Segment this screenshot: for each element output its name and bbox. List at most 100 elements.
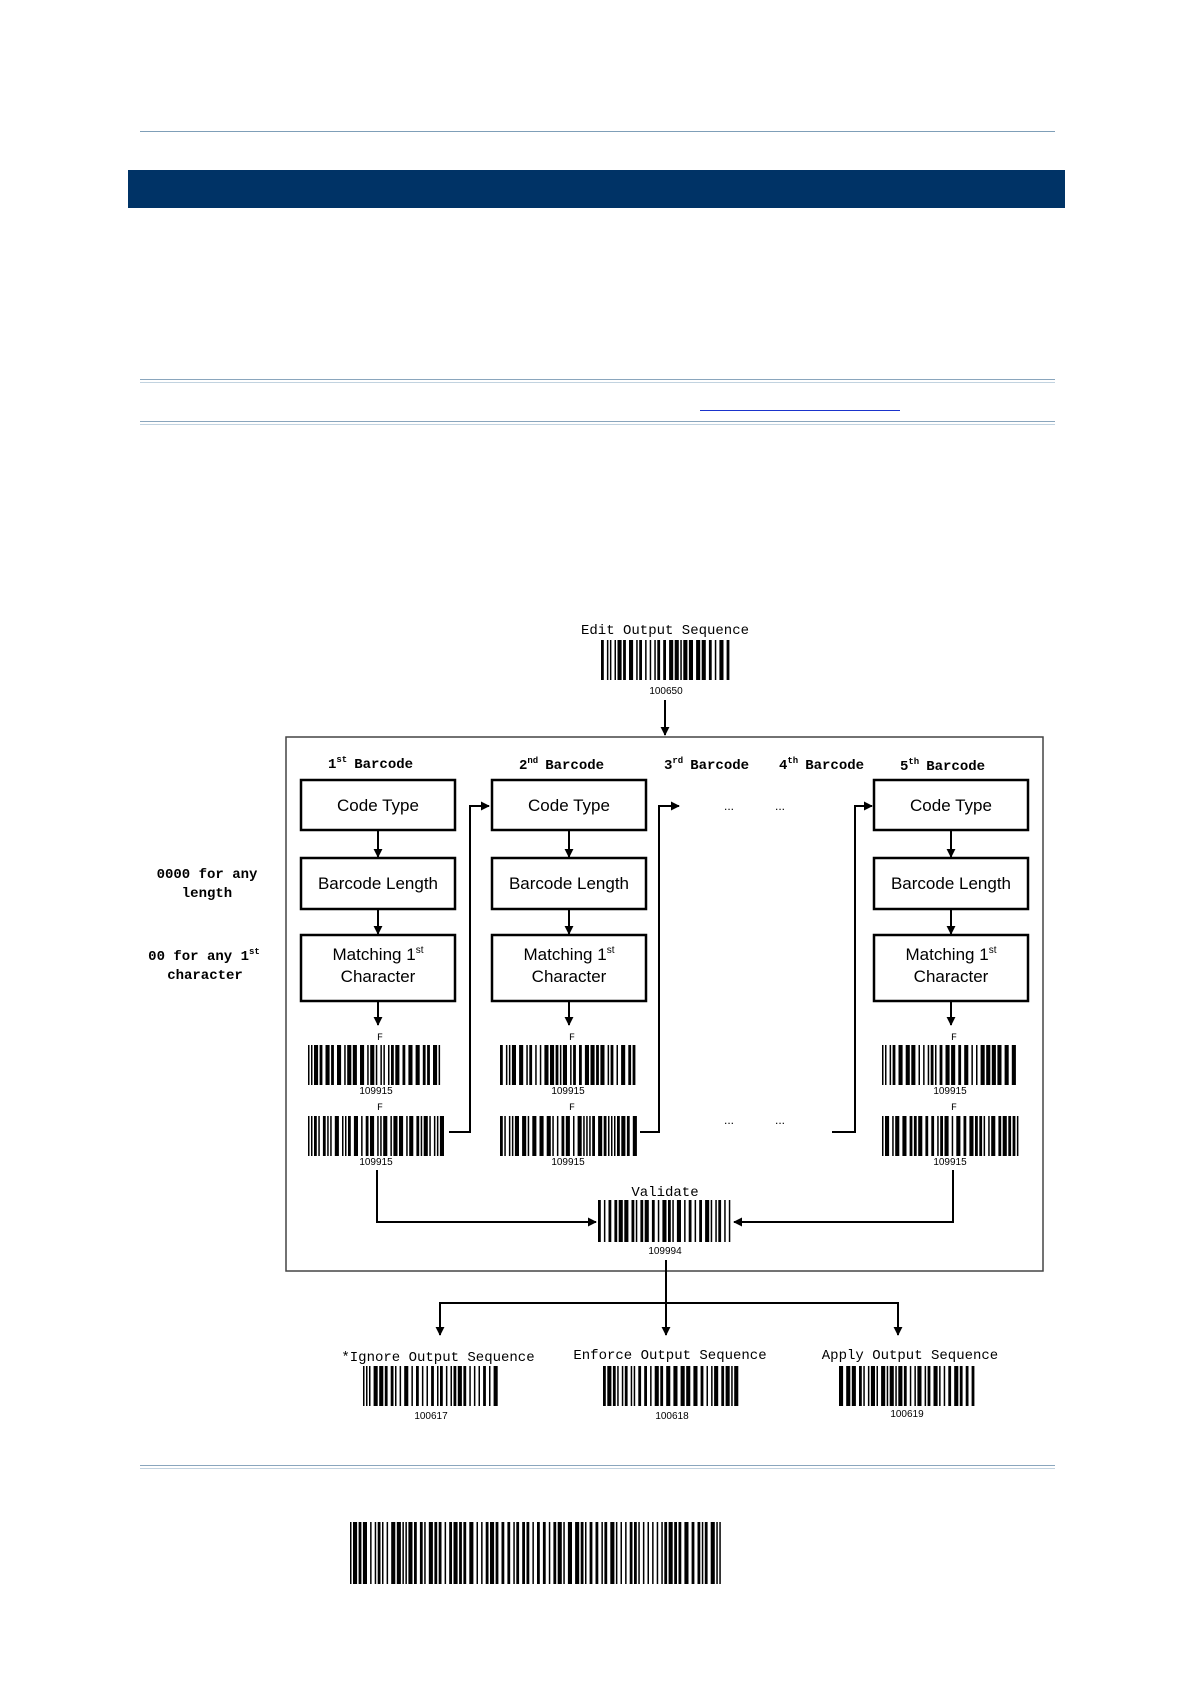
barcode-bar	[386, 1522, 389, 1584]
barcode-bar	[892, 1116, 894, 1156]
barcode-bar	[539, 1116, 544, 1156]
barcode-bar	[377, 1522, 381, 1584]
barcode-bar	[608, 1200, 612, 1242]
barcode-bar	[402, 1522, 404, 1584]
barcode-bar	[927, 1366, 931, 1406]
barcode-bar	[408, 1045, 413, 1085]
barcode-bar	[415, 1045, 420, 1085]
barcode-bar	[954, 1366, 959, 1406]
barcode-bar	[691, 1522, 695, 1584]
barcode-bar	[318, 1116, 320, 1156]
barcode-bar	[654, 640, 656, 680]
side-note-length-line1: 0000 for any	[157, 867, 258, 883]
barcode-bar	[522, 1522, 525, 1584]
top-rule	[140, 131, 1055, 132]
small-barcode-5a[interactable]	[882, 1045, 1016, 1085]
barcode-bar	[334, 1116, 339, 1156]
barcode-bar	[668, 1200, 671, 1242]
barcode-bar	[895, 1116, 900, 1156]
barcode-bar	[725, 1366, 730, 1406]
matching-box-2	[490, 933, 648, 1003]
barcode-bar	[433, 1116, 436, 1156]
barcode-bar	[925, 1116, 929, 1156]
barcode-bar	[911, 1045, 916, 1085]
barcode-bar	[585, 1522, 587, 1584]
barcode-bar	[437, 1366, 439, 1406]
barcode-bar	[610, 1045, 614, 1085]
barcode-bar	[331, 1045, 334, 1085]
barcode-bar	[625, 1522, 627, 1584]
matching-label-2: Matching 1st	[524, 945, 615, 964]
barcode-bar	[420, 1116, 423, 1156]
barcode-bar	[427, 1045, 430, 1085]
barcode-bar	[598, 1116, 603, 1156]
barcode-bar	[885, 1045, 887, 1085]
apply-output-barcode[interactable]	[839, 1366, 975, 1406]
barcode-bar	[592, 1116, 595, 1156]
small-barcode-1b[interactable]	[308, 1116, 444, 1156]
small-barcode-2b[interactable]	[500, 1116, 637, 1156]
barcode-bar	[584, 1045, 589, 1085]
barcode-bar	[647, 1522, 649, 1584]
barcode-bar	[436, 1116, 439, 1156]
barcode-bar	[623, 640, 626, 680]
barcode-bar	[664, 1522, 668, 1584]
barcode-bar	[660, 1366, 664, 1406]
ellipsis-bottom-1: ...	[724, 1113, 734, 1127]
barcode-bar	[617, 640, 622, 680]
code-type-box-1	[299, 778, 457, 832]
barcode-bar	[626, 1116, 630, 1156]
small-barcode-5b[interactable]	[882, 1116, 1019, 1156]
side-note-char-line2: character	[167, 968, 243, 984]
barcode-bar	[342, 1116, 344, 1156]
barcode-bar	[553, 1522, 557, 1584]
barcode-bar	[396, 1522, 401, 1584]
apply-output-label: Apply Output Sequence	[822, 1348, 998, 1364]
reference-link[interactable]	[700, 410, 900, 411]
barcode-bar	[434, 1522, 438, 1584]
barcode-bar	[608, 1116, 610, 1156]
barcode-bar	[379, 1366, 384, 1406]
edit-output-sequence-barcode[interactable]	[601, 640, 730, 680]
barcode-bar	[986, 1045, 991, 1085]
enforce-output-barcode[interactable]	[603, 1366, 739, 1406]
barcode-bar	[459, 1522, 462, 1584]
barcode-bar	[612, 1366, 616, 1406]
apply-output-code: 100619	[890, 1409, 924, 1420]
small-barcode-1a[interactable]	[308, 1045, 441, 1085]
small-barcode-letter-5a: F	[951, 1033, 957, 1044]
barcode-bar	[573, 1116, 575, 1156]
barcode-bar	[590, 1045, 595, 1085]
small-barcode-code-5a: 109915	[933, 1086, 967, 1097]
barcode-bar	[965, 1366, 969, 1406]
barcode-bar	[839, 1366, 844, 1406]
barcode-bar	[514, 1116, 519, 1156]
matching-label-5: Matching 1st	[906, 945, 997, 964]
barcode-bar	[614, 640, 616, 680]
small-barcode-code-1a: 109915	[359, 1086, 393, 1097]
barcode-length-box-5	[872, 856, 1030, 911]
barcode-bar	[638, 1522, 640, 1584]
barcode-bar	[1012, 1116, 1016, 1156]
barcode-bar	[325, 1045, 330, 1085]
barcode-bar	[589, 1522, 593, 1584]
barcode-bar	[696, 640, 701, 680]
barcode-bar	[721, 1366, 725, 1406]
barcode-length-box-1	[299, 856, 457, 911]
matching-box-1	[299, 933, 457, 1003]
barcode-bar	[718, 1200, 722, 1242]
barcode-bar	[433, 1045, 438, 1085]
barcode-bar	[971, 1045, 973, 1085]
barcode-bar	[661, 1522, 663, 1584]
barcode-bar	[956, 1116, 961, 1156]
barcode-bar	[603, 1116, 607, 1156]
ignore-output-barcode[interactable]	[363, 1366, 498, 1406]
barcode-bar	[615, 1522, 618, 1584]
barcode-bar	[621, 1045, 626, 1085]
validate-barcode[interactable]	[598, 1200, 731, 1242]
small-barcode-2a[interactable]	[500, 1045, 636, 1085]
barcode-bar	[444, 1522, 447, 1584]
barcode-bar	[882, 1045, 884, 1085]
barcode-bar	[469, 1366, 471, 1406]
